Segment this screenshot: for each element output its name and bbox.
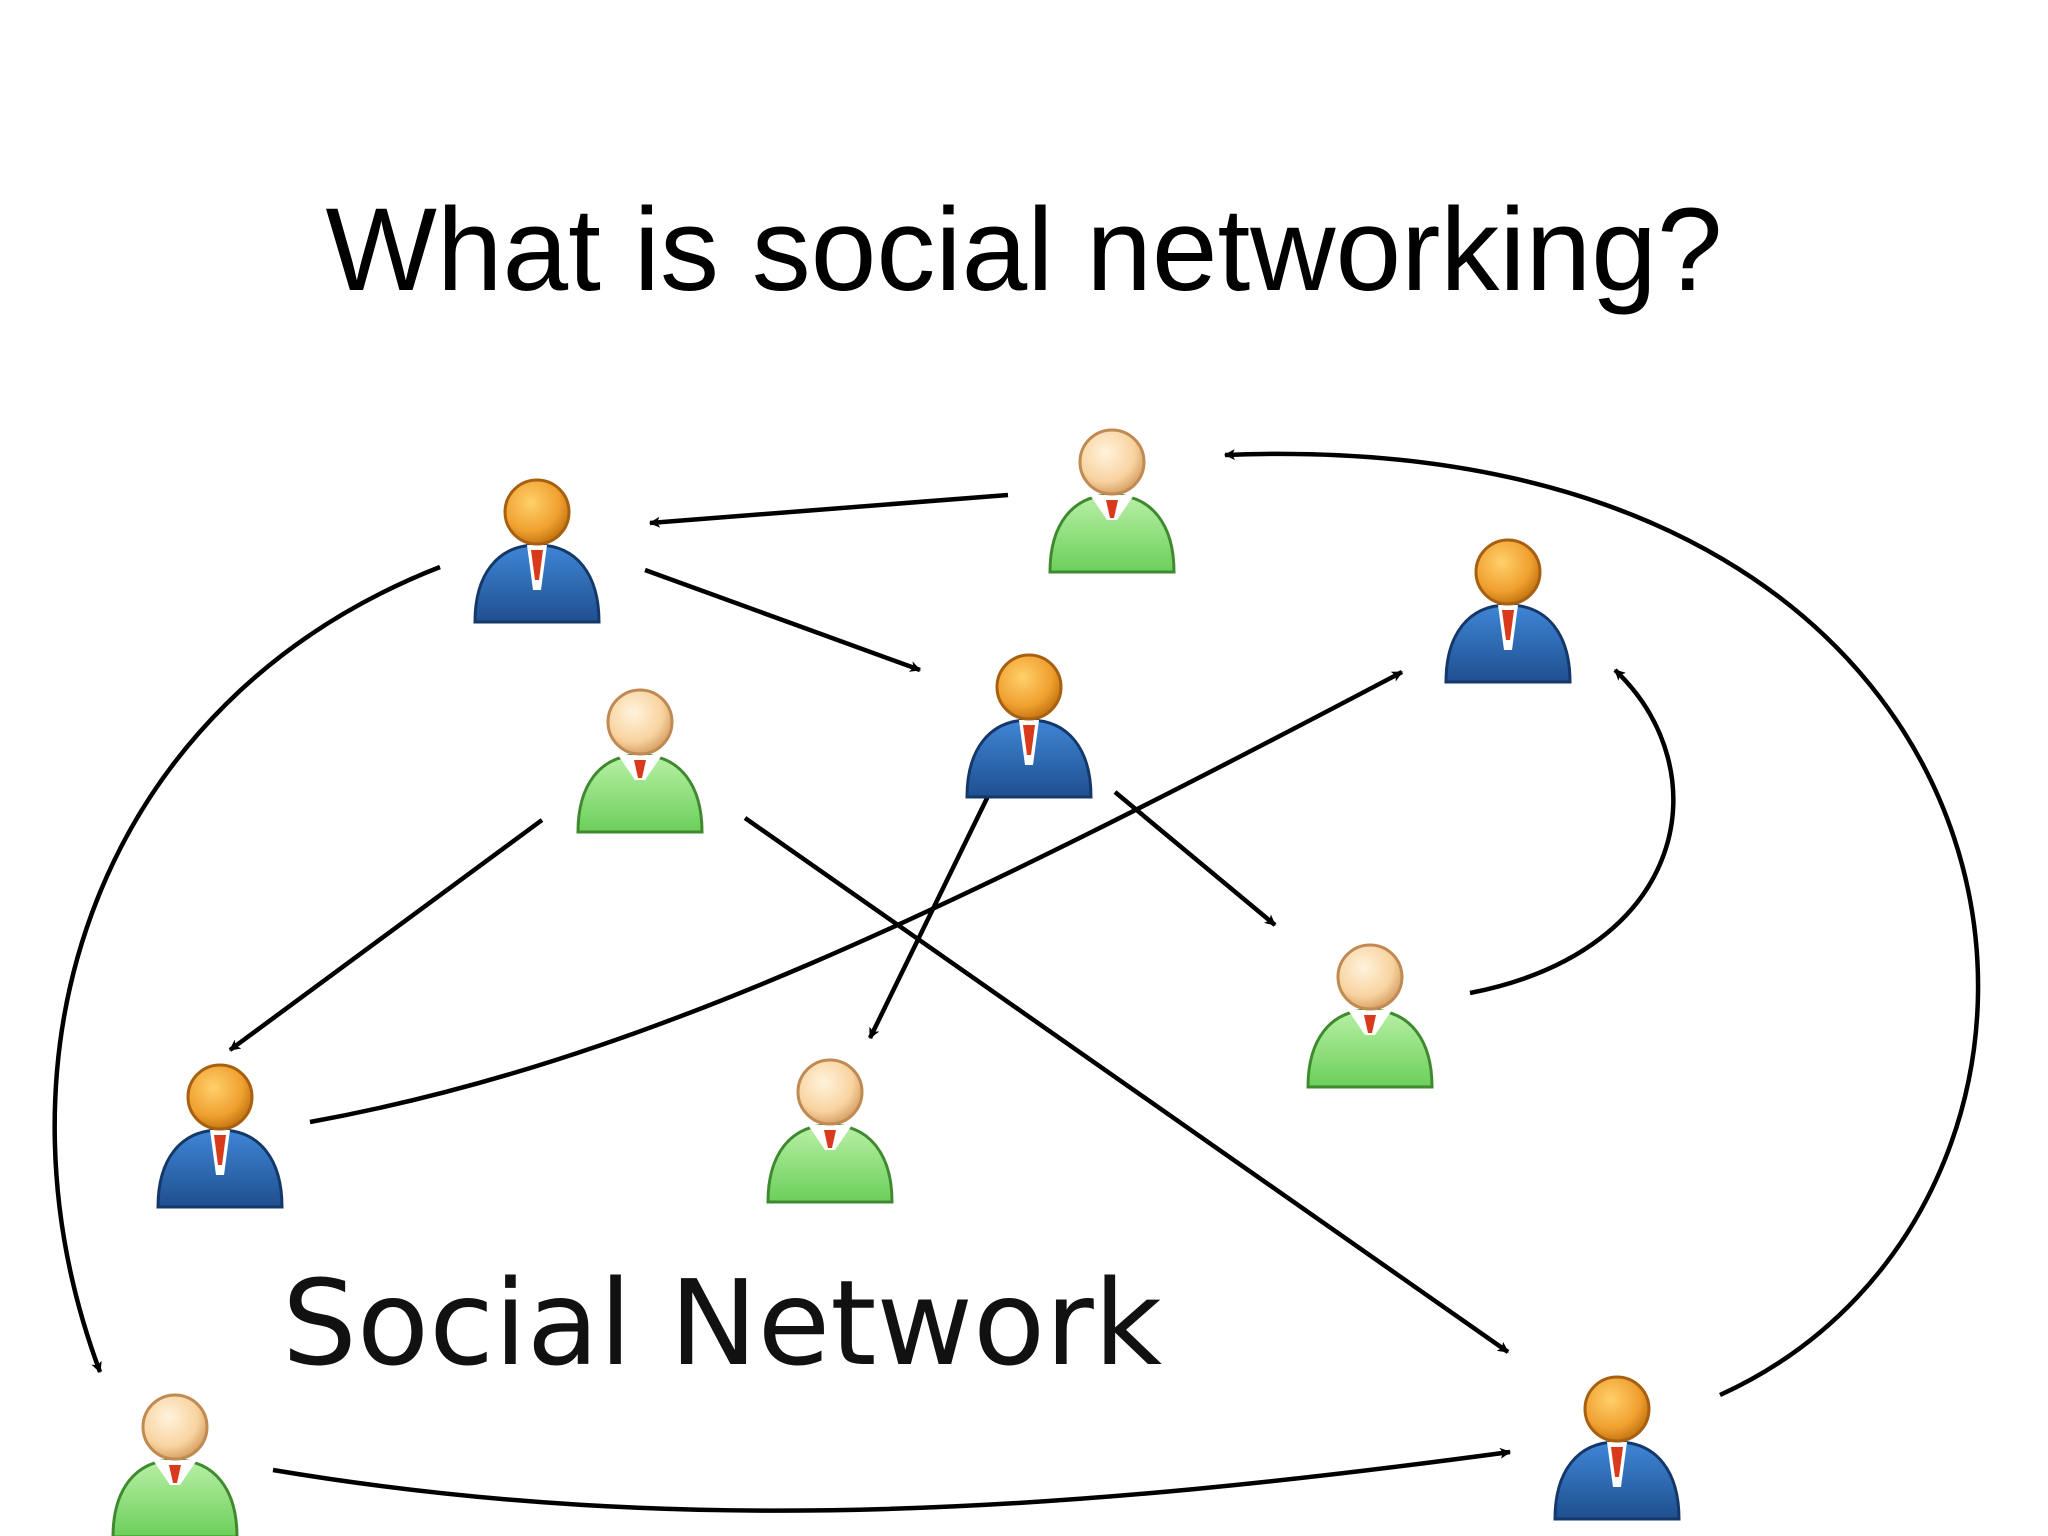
edge-n7-n3 — [309, 670, 1404, 1125]
person-green-icon — [111, 1393, 239, 1536]
person-blue-icon — [1444, 538, 1572, 684]
person-green-icon — [766, 1058, 894, 1204]
edge-n5-n6 — [1113, 790, 1277, 927]
edge-n4-n10 — [743, 816, 1510, 1354]
edges — [52, 449, 1981, 1513]
edge-n2-n1 — [648, 492, 1009, 528]
person-blue-icon — [156, 1063, 284, 1209]
edge-n6-n3 — [1469, 668, 1676, 996]
diagram-label: Social Network — [282, 1254, 1162, 1392]
person-blue-icon — [473, 478, 601, 624]
edge-n5-n8 — [867, 791, 993, 1039]
person-blue-icon — [965, 653, 1093, 799]
edge-n4-n7 — [228, 818, 544, 1052]
edge-n1-n9 — [52, 564, 441, 1374]
person-green-icon — [1306, 943, 1434, 1089]
edge-n10-n2 — [1223, 449, 1981, 1398]
person-blue-icon — [1553, 1375, 1681, 1521]
person-green-icon — [576, 688, 704, 834]
slide-title: What is social networking? — [325, 184, 1723, 316]
edge-n9-n10 — [272, 1447, 1512, 1513]
person-green-icon — [1048, 428, 1176, 574]
edge-n1-n5 — [644, 567, 922, 673]
